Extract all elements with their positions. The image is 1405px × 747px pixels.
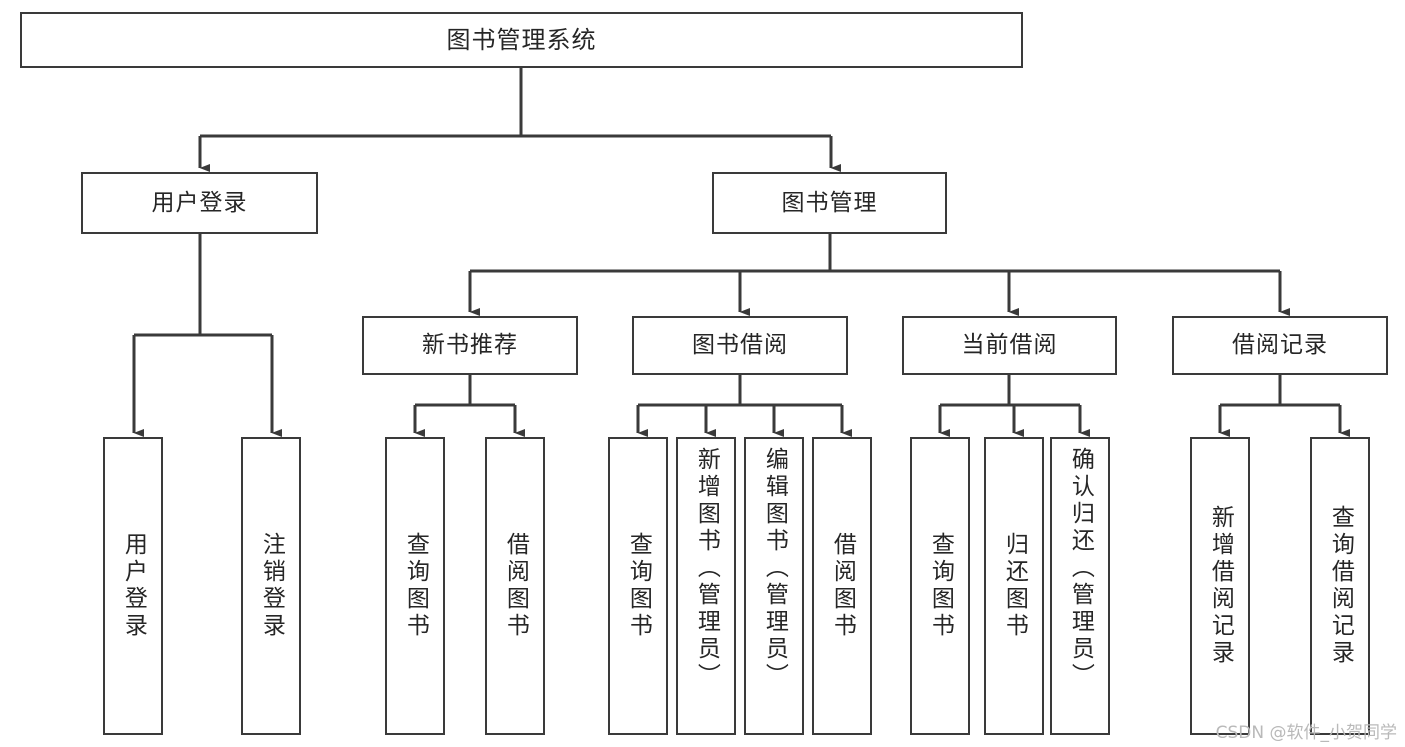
node-label: 用户登录	[120, 532, 147, 640]
csdn-watermark: CSDN @软件_小贺同学	[1215, 723, 1397, 743]
node-label: 借阅图书	[502, 532, 529, 640]
node-label: 新增图书（管理员）	[693, 447, 720, 690]
node-label: 查询借阅记录	[1327, 505, 1354, 667]
node-label: 查询图书	[402, 532, 429, 640]
node-leaf-logout[interactable]: 注销登录	[241, 437, 301, 735]
node-label: 查询图书	[625, 532, 652, 640]
node-leaf-query-book-borrow[interactable]: 查询图书	[608, 437, 668, 735]
node-label: 图书管理系统	[446, 26, 597, 54]
node-leaf-add-book-admin[interactable]: 新增图书（管理员）	[676, 437, 736, 735]
node-leaf-query-book-recommend[interactable]: 查询图书	[385, 437, 445, 735]
node-current-borrow[interactable]: 当前借阅	[902, 316, 1117, 375]
node-label: 查询图书	[927, 532, 954, 640]
node-label: 新书推荐	[422, 332, 518, 358]
node-new-book-recommend[interactable]: 新书推荐	[362, 316, 578, 375]
node-leaf-borrow-book[interactable]: 借阅图书	[812, 437, 872, 735]
node-book-management-system[interactable]: 图书管理系统	[20, 12, 1023, 68]
node-label: 确认归还（管理员）	[1067, 447, 1094, 690]
connector-book-manage-to-level3	[468, 234, 1291, 317]
node-label: 归还图书	[1001, 532, 1028, 640]
node-leaf-user-login[interactable]: 用户登录	[103, 437, 163, 735]
node-book-management[interactable]: 图书管理	[712, 172, 947, 234]
node-leaf-query-borrow-record[interactable]: 查询借阅记录	[1310, 437, 1370, 735]
node-leaf-query-book-current[interactable]: 查询图书	[910, 437, 970, 735]
node-label: 图书管理	[781, 189, 878, 216]
connector-new-book-recommend-to-leaves	[413, 375, 526, 438]
node-leaf-confirm-return-admin[interactable]: 确认归还（管理员）	[1050, 437, 1110, 735]
connector-current-borrow-to-leaves	[938, 375, 1091, 438]
node-label: 借阅图书	[829, 532, 856, 640]
node-label: 编辑图书（管理员）	[761, 447, 788, 690]
node-label: 借阅记录	[1232, 332, 1328, 358]
connector-borrow-record-to-leaves	[1218, 375, 1351, 438]
connector-user-login-to-leaves	[132, 234, 283, 438]
node-label: 用户登录	[151, 189, 248, 216]
connector-root-to-level2	[198, 68, 842, 173]
node-user-login[interactable]: 用户登录	[81, 172, 318, 234]
node-label: 注销登录	[258, 532, 285, 640]
node-label: 当前借阅	[961, 332, 1058, 358]
node-leaf-edit-book-admin[interactable]: 编辑图书（管理员）	[744, 437, 804, 735]
node-label: 图书借阅	[692, 332, 788, 358]
node-leaf-return-book[interactable]: 归还图书	[984, 437, 1044, 735]
node-leaf-borrow-book-recommend[interactable]: 借阅图书	[485, 437, 545, 735]
node-leaf-add-borrow-record[interactable]: 新增借阅记录	[1190, 437, 1250, 735]
connector-book-borrow-to-leaves	[636, 375, 853, 438]
node-book-borrow[interactable]: 图书借阅	[632, 316, 848, 375]
node-borrow-record[interactable]: 借阅记录	[1172, 316, 1388, 375]
node-label: 新增借阅记录	[1207, 505, 1234, 667]
